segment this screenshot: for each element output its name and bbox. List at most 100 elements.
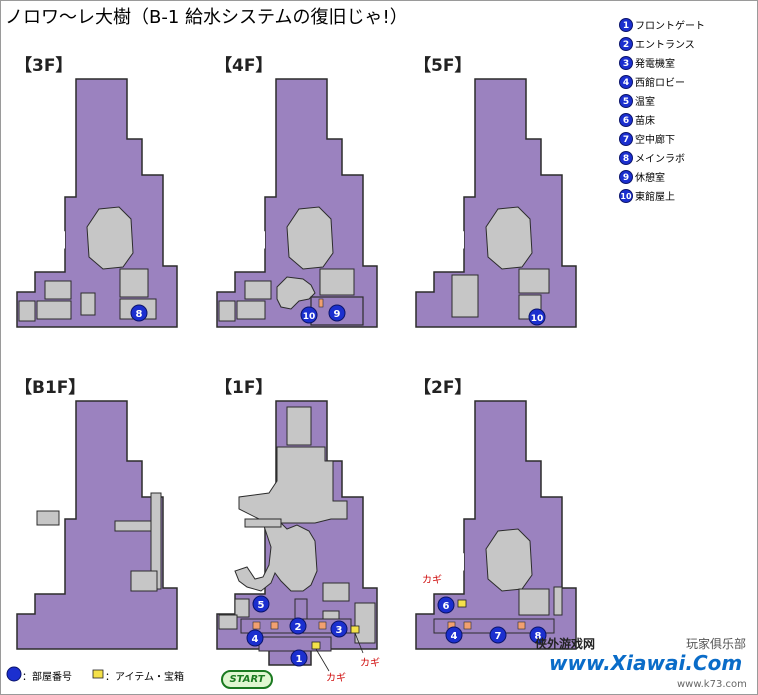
room-marker-6 [437,596,455,614]
floor-label-5f: 【5F】 [414,56,472,76]
wall-block [451,274,479,318]
room-marker-3 [330,620,348,638]
room-marker-10 [528,308,546,326]
wall-block [119,268,149,298]
floor-area-3f [16,78,178,328]
map-4f [216,78,378,328]
key-label: カギ [422,575,442,586]
legend-item-box-icon [92,669,104,679]
key-label: カギ [360,658,380,669]
room-number: 7 [495,631,502,642]
wall-block [238,446,348,524]
room-marker-2 [289,617,307,635]
legend-number: 4 [619,74,633,89]
wall-block [80,292,96,316]
wall-block [244,518,282,528]
wall-block [234,598,250,618]
floor-label-b1f: 【B1F】 [15,378,86,398]
legend-label: 温室 [635,97,655,108]
room-marker-labels: 8 10 9 10 5 4 2 3 1 6 4 7 8 [136,309,544,665]
wall-notch [255,231,265,249]
wall-block [18,300,36,322]
room-marker-8 [130,304,148,322]
map-2f [415,400,577,650]
wall-block [36,300,72,320]
floor-area-2f [415,400,577,650]
wall-block [286,406,312,446]
corridor [294,598,308,620]
legend-label: エントランス [635,40,695,51]
room-marker-4 [445,626,463,644]
legend-label: 発電機室 [635,59,675,70]
room-number: 6 [443,601,450,612]
room-number: 9 [334,309,341,320]
legend-number: 7 [619,131,633,146]
door [318,298,324,308]
wall-block [485,206,533,270]
wall-notch [454,231,464,249]
map-5f [415,78,577,328]
door [270,621,279,630]
key-label: カギ [326,673,346,684]
door [318,621,327,630]
room-number: 8 [535,631,542,642]
room-number: 4 [451,631,458,642]
legend-number: 2 [619,36,633,51]
room-marker-9 [328,304,346,322]
legend-label: 空中廊下 [635,135,675,146]
room-marker-8 [529,626,547,644]
legend-number: 6 [619,112,633,127]
key-pointer [354,632,364,654]
wall-block [36,510,60,526]
legend-item-box-text: ：アイテム・宝箱 [105,672,184,683]
floor-area-5f [415,78,577,328]
door [252,621,261,630]
room-marker-4 [246,629,264,647]
door [517,621,526,630]
wall-block [319,268,355,296]
wall-block [218,300,236,322]
room-number: 3 [336,625,343,636]
wall-block [518,268,550,294]
room-marker-10 [300,306,318,324]
legend-number: 10 [619,188,633,203]
legend-room-marker-icon [6,666,22,682]
watermark-site-cn: 侠外游戏网 [535,637,596,651]
wall-block [286,206,334,270]
legend-number: 8 [619,150,633,165]
legend-label: 西館ロビー [635,78,685,89]
legend-label: 苗床 [635,116,655,127]
start-badge: START [221,670,273,689]
legend-label: メインラボ [635,154,685,165]
legend-number: 1 [619,17,633,32]
room-number: 2 [295,622,302,633]
wall-block [114,520,152,532]
room-marker-5 [252,595,270,613]
room-marker-1 [290,649,308,667]
wall-block [518,588,550,616]
room-number: 8 [136,309,143,320]
legend-label: フロントゲート [635,21,705,32]
watermark-k73: www.k73.com [677,679,747,690]
wall-block [354,602,376,644]
wall-block [44,280,72,300]
floor-label-4f: 【4F】 [215,56,273,76]
wall-block [218,614,238,630]
room-number: 10 [531,314,544,324]
item-box [311,641,321,650]
room-number: 4 [252,634,259,645]
floor-label-1f: 【1F】 [215,378,273,398]
page-title: ノロワ〜レ大樹（B-1 給水システムの復旧じゃ!） [5,7,408,28]
watermark-logo: www.Xiawai.Com [549,651,743,675]
wall-block [236,300,266,320]
wall-notch [55,231,65,249]
